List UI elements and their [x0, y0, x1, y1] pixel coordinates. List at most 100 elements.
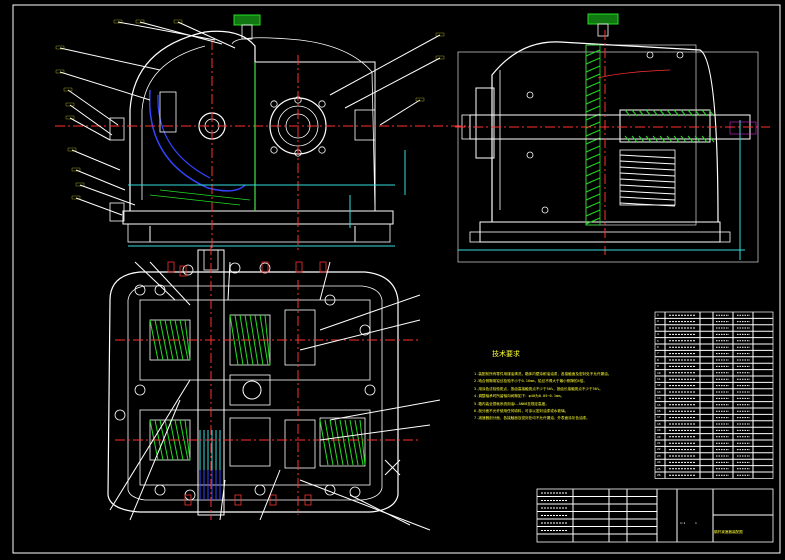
0.4 [619, 160, 676, 165]
0.5 [379, 99, 421, 126]
0.5 [585, 177, 601, 185]
side-red-line [597, 69, 671, 79]
0.5 [585, 161, 601, 169]
bom-row-number: 4 [657, 332, 659, 337]
0.5 [652, 135, 659, 143]
plan-bearing-circle [242, 380, 262, 400]
0.5 [585, 73, 601, 81]
0.4 [354, 419, 364, 466]
0.5 [134, 261, 176, 301]
bom-row-number: 16 [657, 409, 661, 413]
0.5 [638, 109, 645, 117]
0.5 [129, 399, 181, 521]
balloon-label [65, 102, 75, 107]
plan-bolt-hole [324, 294, 336, 306]
0.5 [585, 97, 601, 105]
front-cap-bolt [318, 100, 326, 108]
balloon-label [67, 147, 77, 152]
0.5 [585, 105, 601, 113]
bom-row-number: 26 [657, 473, 661, 477]
side-bolt [676, 51, 684, 59]
plan-bolt-hole [114, 409, 126, 421]
0.5 [69, 117, 111, 141]
0.4 [324, 419, 334, 466]
0.5 [344, 57, 441, 109]
plan-bolt-hole [154, 284, 166, 296]
front-base-foot [127, 223, 391, 243]
0.5 [585, 153, 601, 161]
0.5 [701, 109, 708, 117]
plan-bolt-hole [254, 484, 266, 496]
0.5 [219, 479, 226, 521]
0.5 [75, 169, 126, 191]
plan-bearing-block [229, 374, 271, 406]
plan-bolt-hole [259, 262, 271, 274]
plan-bolt-hole [134, 284, 146, 296]
0.5 [59, 47, 161, 71]
0.5 [680, 135, 687, 143]
balloon-label [65, 115, 75, 120]
bom-row-number: 10 [657, 370, 661, 375]
balloon-label [55, 69, 65, 74]
plan-red-bolt [167, 261, 175, 273]
technical-requirement-line: 7.减速器剖分面，各接触面及密封处均不允许漏油，外表面涂灰色油漆。 [474, 416, 590, 421]
0.5 [319, 424, 431, 441]
bom-row-number: 15 [657, 402, 661, 407]
bom-row-number: 5 [657, 338, 659, 343]
plan-red-bolt [295, 261, 303, 273]
balloon-label [173, 19, 183, 24]
balloon-label [75, 182, 85, 187]
bom-row-number: 23 [657, 453, 661, 458]
front-worm-wheel-hidden [148, 89, 246, 192]
0.4 [339, 419, 349, 466]
0.5 [585, 129, 601, 137]
plan-gear-lower [284, 419, 316, 469]
plan-red-bolt [184, 494, 192, 506]
0.5 [259, 469, 281, 521]
plan-bolt-hole [154, 484, 166, 496]
front-hatch [159, 189, 251, 201]
0.5 [329, 34, 441, 96]
plan-red-bolt [304, 494, 312, 506]
0.4 [619, 154, 676, 159]
bom-row-number: 22 [657, 447, 661, 452]
side-bolt [541, 206, 549, 214]
side-flange-left [475, 87, 495, 159]
plan-bearing-mid-lower [229, 417, 271, 467]
0.5 [59, 71, 151, 101]
bom-row-number: 12 [657, 383, 661, 388]
bom-row-number: 9 [657, 364, 659, 369]
0.5 [694, 109, 701, 117]
0.5 [701, 135, 708, 143]
side-section-wall [585, 44, 601, 226]
0.5 [694, 135, 701, 143]
plan-bolt-hole [364, 384, 376, 396]
plan-red-bolt [234, 494, 242, 506]
plan-bolt-hole [134, 384, 146, 396]
side-breather-stem [597, 23, 609, 37]
0.5 [299, 479, 431, 531]
balloon-label [63, 87, 73, 92]
technical-requirement-line: 2.啮合侧隙用铅丝检验不小于0.16mm，铅丝不得大于最小侧隙的4倍。 [474, 379, 587, 384]
0.5 [585, 145, 601, 153]
front-breather-stem [241, 24, 253, 40]
0.5 [624, 109, 631, 117]
front-breather-cap [233, 14, 261, 26]
0.5 [299, 319, 421, 351]
bom-row-number: 17 [657, 415, 661, 420]
0.5 [687, 135, 694, 143]
0.5 [227, 261, 231, 301]
drawing-frame [12, 4, 781, 554]
0.5 [666, 135, 673, 143]
plan-red-bolt [179, 265, 187, 277]
0.5 [673, 135, 680, 143]
technical-requirements-title: 技术要求 [492, 350, 520, 358]
balloon-label [435, 55, 445, 60]
0.4 [619, 202, 676, 207]
0.4 [234, 314, 244, 366]
0.5 [652, 109, 659, 117]
front-worm-wheel-hidden-inner [157, 94, 211, 179]
bom-row-number: 2 [657, 319, 659, 324]
bom-row-number: 13 [657, 389, 661, 394]
